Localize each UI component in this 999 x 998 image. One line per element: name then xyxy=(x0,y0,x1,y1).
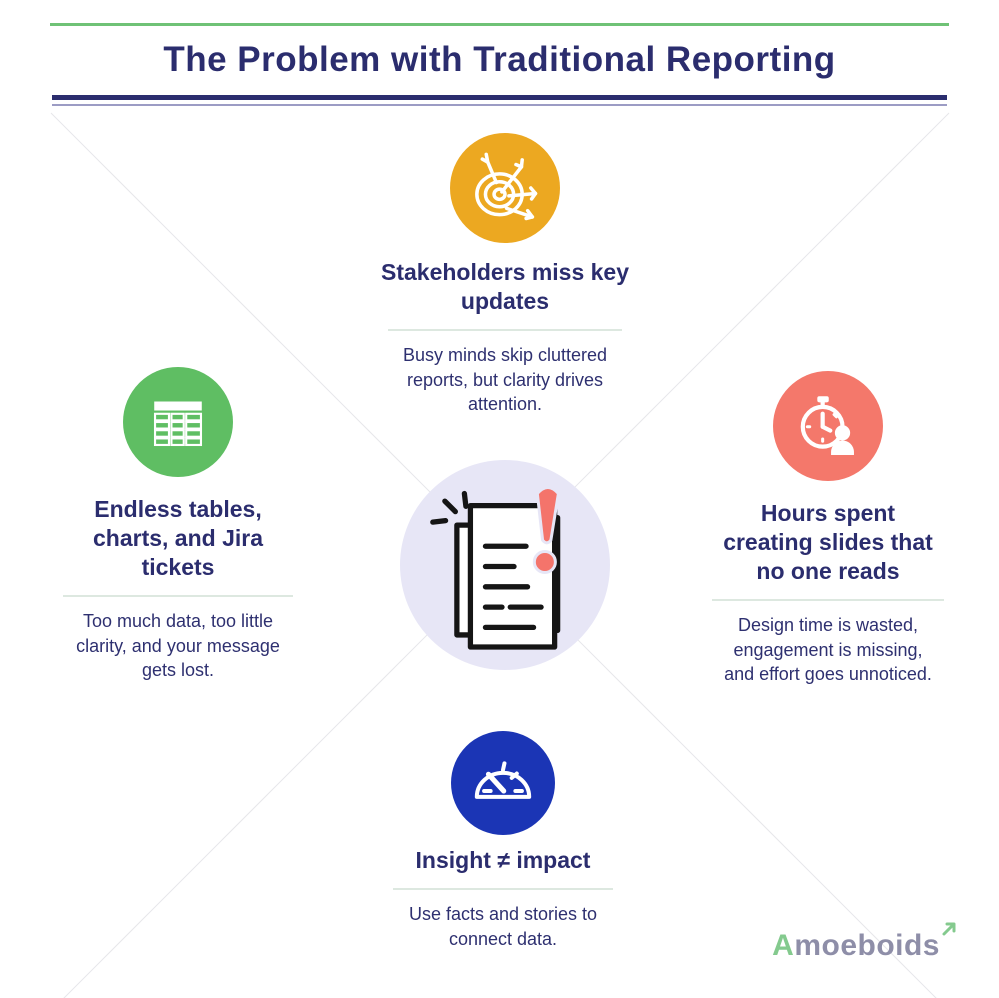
section-heading: Hours spent creating slides that no one … xyxy=(723,500,933,584)
heading-divider xyxy=(388,328,622,331)
page-title: The Problem with Traditional Reporting xyxy=(163,40,836,79)
heading-divider xyxy=(712,598,944,601)
section-heading: Stakeholders miss key updates xyxy=(380,259,630,314)
section-heading: Insight ≠ impact xyxy=(415,847,591,873)
center-illustration xyxy=(400,460,610,670)
section-stakeholders: Stakeholders miss key updates Busy minds… xyxy=(340,133,670,417)
table-icon xyxy=(123,367,233,477)
section-body: Too much data, too little clarity, and y… xyxy=(76,610,280,681)
section-body: Design time is wasted, engagement is mis… xyxy=(724,614,932,685)
heading-divider xyxy=(63,594,293,597)
section-body: Use facts and stories to connect data. xyxy=(408,903,598,949)
gauge-icon xyxy=(451,731,555,835)
section-body: Busy minds skip cluttered reports, but c… xyxy=(402,344,608,415)
report-alert-illustration xyxy=(400,460,610,670)
top-accent-line xyxy=(50,23,949,26)
arrow-up-right-icon xyxy=(942,922,956,936)
title-underline-thick xyxy=(52,95,947,100)
title-underline-thin xyxy=(52,104,947,106)
section-heading: Endless tables, charts, and Jira tickets xyxy=(92,496,264,580)
stopwatch-person-icon xyxy=(773,371,883,481)
section-endless-tables: Endless tables, charts, and Jira tickets… xyxy=(53,367,303,683)
amoeboids-logo: Amoeboids xyxy=(772,921,957,963)
logo-letter-a: A xyxy=(772,929,795,962)
heading-divider xyxy=(393,887,613,890)
logo-wordmark: moeboids xyxy=(794,929,940,962)
section-insight-impact: Insight ≠ impact Use facts and stories t… xyxy=(373,731,633,951)
target-arrows-icon xyxy=(450,133,560,243)
section-hours-spent: Hours spent creating slides that no one … xyxy=(703,371,953,687)
